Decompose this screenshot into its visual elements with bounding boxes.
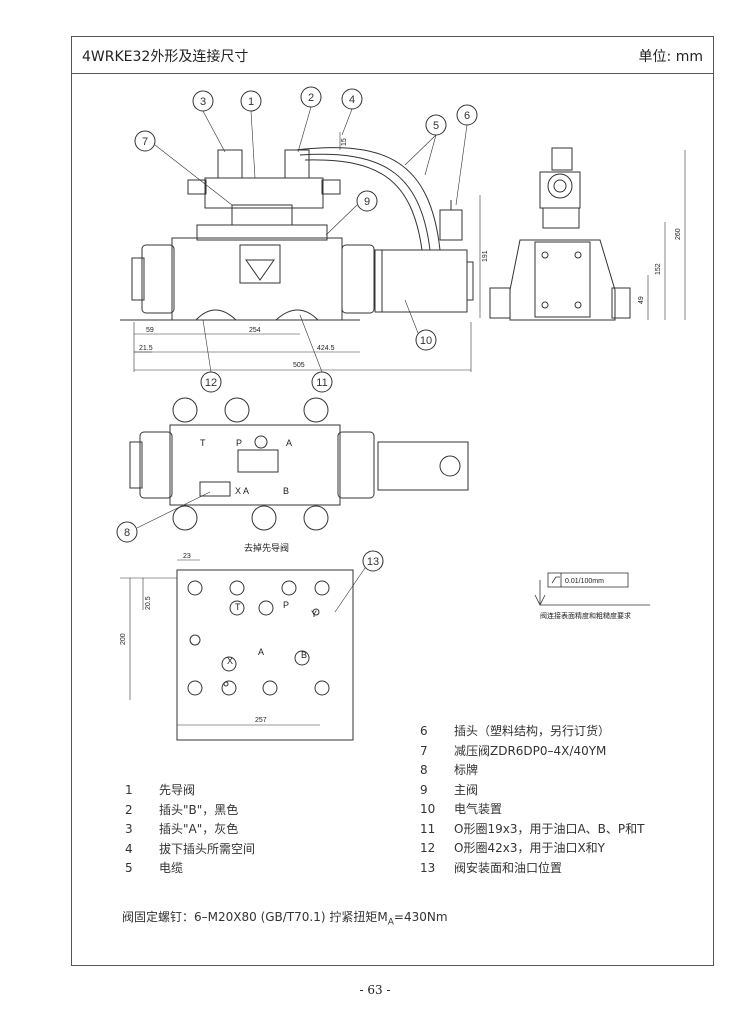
flatness-value: 0.01/100mm — [565, 578, 604, 585]
callout-8: 8 — [124, 527, 130, 539]
port-p-top: P — [236, 438, 242, 448]
side-view — [489, 147, 686, 321]
dim-23: 23 — [183, 553, 191, 560]
dim-200: 200 — [120, 633, 127, 645]
dim-191: 191 — [482, 250, 489, 262]
dim-257: 257 — [255, 717, 267, 724]
header-bar: 4WRKE32外形及连接尺寸 单位: mm — [72, 37, 713, 74]
front-view — [120, 132, 481, 372]
dim-49: 49 — [638, 296, 645, 304]
flatness-caption: 阀连接表面精度和粗糙度要求 — [540, 612, 631, 620]
port-xa-top: X A — [235, 486, 249, 496]
callout-9: 9 — [364, 196, 370, 208]
dim-20-5: 20.5 — [145, 596, 152, 610]
callout-5: 5 — [433, 120, 439, 132]
port-t-top: T — [200, 438, 206, 448]
port-t-face: T — [235, 602, 241, 612]
port-y-face: Y — [311, 609, 317, 619]
dim-59: 59 — [146, 327, 154, 334]
mounting-face — [120, 559, 354, 741]
port-a-face: A — [258, 647, 264, 657]
bolt-note: 阀固定螺钉：6–M20X80 (GB/T70.1) 拧紧扭矩MA=430Nm — [122, 910, 448, 928]
callout-6: 6 — [464, 110, 470, 122]
callout-2: 2 — [308, 92, 314, 104]
dim-15: 15 — [341, 138, 348, 146]
page-number: - 63 - — [359, 983, 391, 997]
callout-13: 13 — [367, 556, 379, 568]
callouts — [116, 86, 478, 613]
dim-424-5: 424.5 — [317, 345, 335, 352]
port-b-face: B — [301, 650, 307, 660]
callout-12: 12 — [205, 377, 217, 389]
callout-3: 3 — [200, 96, 206, 108]
port-p-face: P — [283, 600, 289, 610]
port-x-face: X — [227, 656, 233, 666]
dim-260: 260 — [675, 228, 682, 240]
callout-1: 1 — [248, 96, 254, 108]
port-a-top: A — [286, 438, 292, 448]
top-view — [129, 397, 469, 531]
pilot-removed-note: 去掉先导阀 — [244, 544, 290, 554]
unit-label: 单位: mm — [638, 49, 703, 65]
port-b-top: B — [283, 486, 289, 496]
dim-254: 254 — [249, 327, 261, 334]
callout-7: 7 — [142, 136, 148, 148]
flatness-symbol — [534, 572, 650, 606]
callout-10: 10 — [420, 335, 432, 347]
callout-4: 4 — [349, 94, 355, 106]
dim-505: 505 — [293, 362, 305, 369]
dim-152: 152 — [655, 263, 662, 275]
dim-21-5: 21.5 — [139, 345, 153, 352]
page-title: 4WRKE32外形及连接尺寸 — [82, 49, 249, 65]
page-frame: 4WRKE32外形及连接尺寸 单位: mm — [71, 36, 714, 966]
callout-11: 11 — [316, 377, 327, 389]
